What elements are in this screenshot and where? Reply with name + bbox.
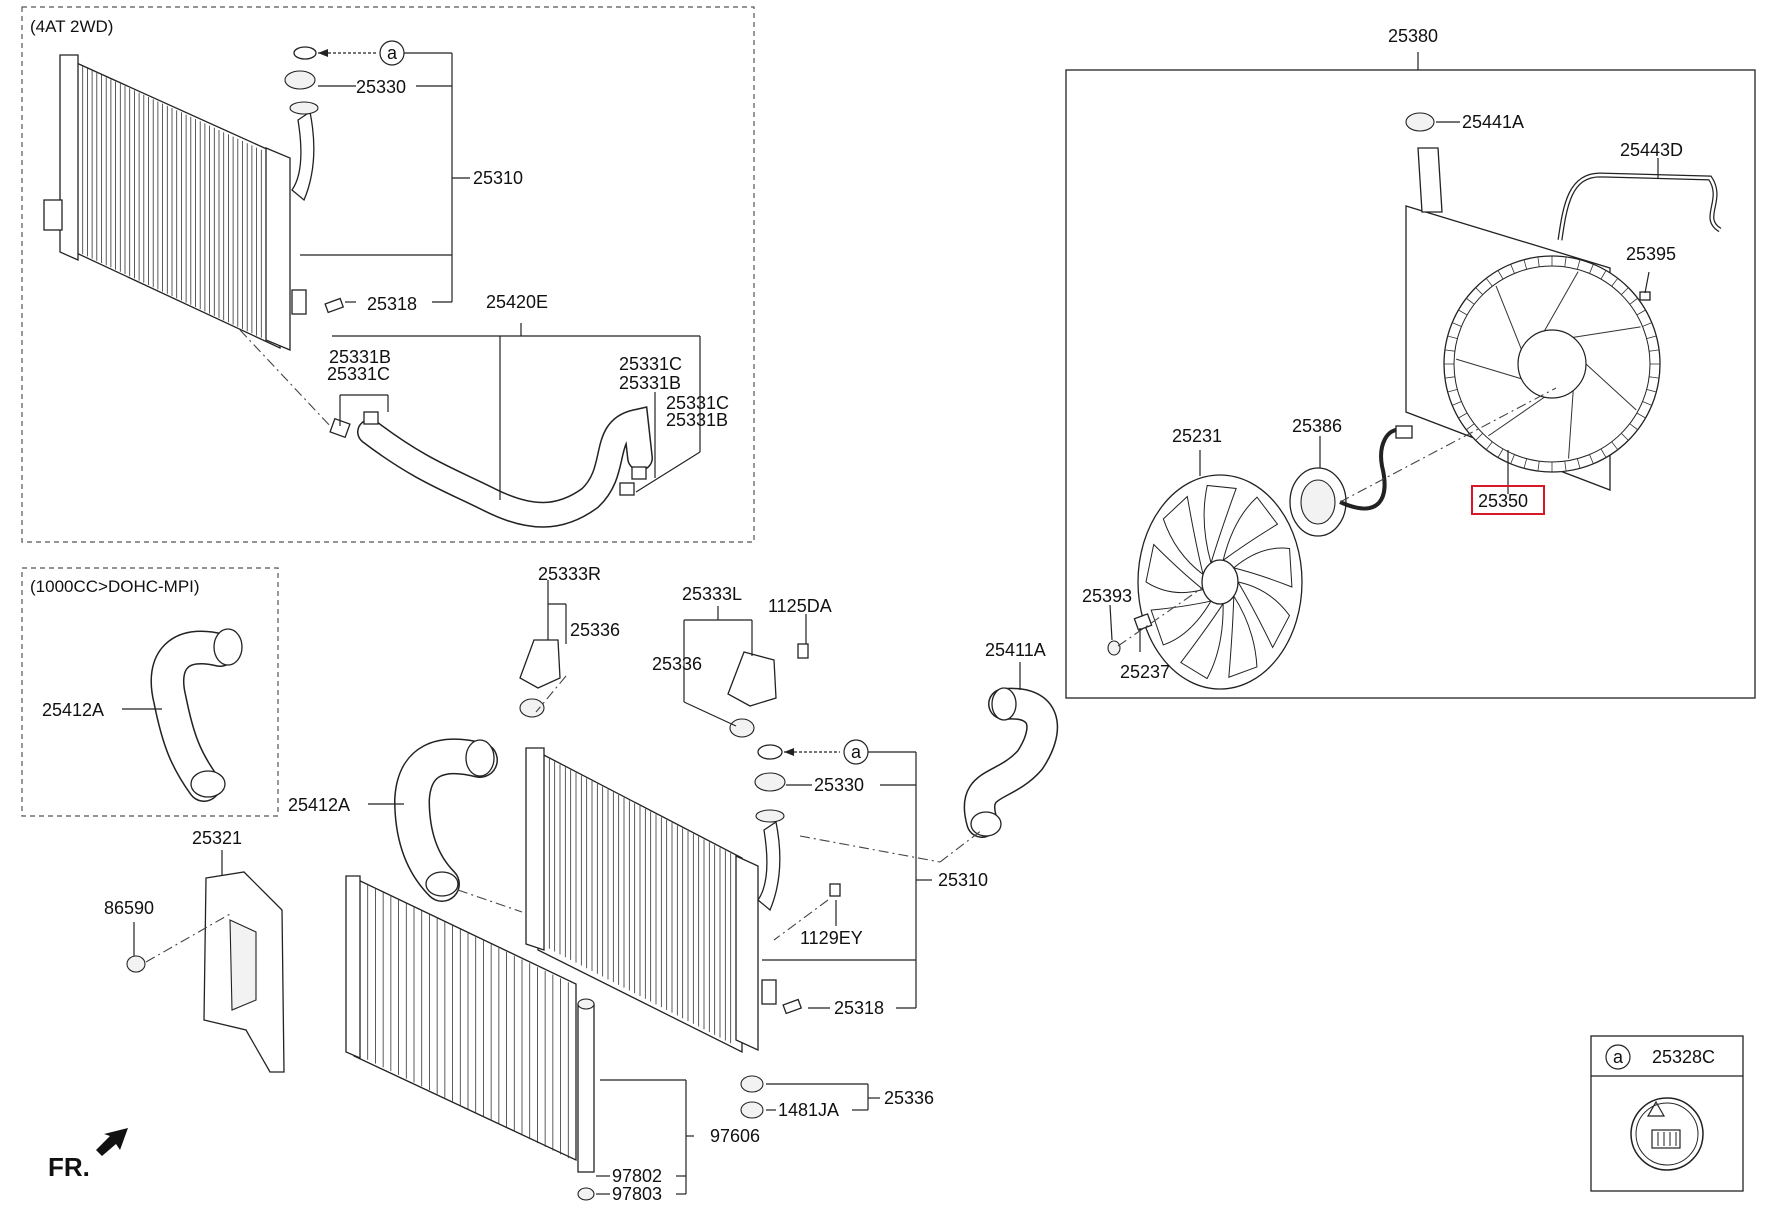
part-25395: 25395 [1626,244,1676,264]
nut-25393 [1107,640,1121,656]
upper-hose-box [150,628,243,802]
part-25443d: 25443D [1620,140,1683,160]
warning-label-25328c [1630,1097,1704,1171]
radiator-cap-mid [754,772,786,792]
radiator-top [43,54,319,351]
part-25331c-3: 25331C [666,393,729,413]
part-25321: 25321 [192,828,242,848]
drain-plug-top [324,297,345,314]
part-86590: 86590 [104,898,154,918]
part-25310: 25310 [938,870,988,890]
part-1125da: 1125DA [768,596,832,616]
reservoir-cap-25441a [1405,112,1435,132]
bolt-1125da [797,643,809,659]
callout-a-legend-label: a [1613,1047,1624,1067]
part-25393: 25393 [1082,586,1132,606]
part-25411a: 25411A [985,640,1046,660]
radiator-cap-top [284,70,316,90]
part-25331b-3: 25331B [666,410,728,430]
callout-a-top-label: a [387,43,398,63]
part-25330-top: 25330 [356,77,406,97]
part-1129ey: 1129EY [800,928,863,948]
hose-25411a [963,687,1059,838]
part-25331c-2: 25331C [619,354,682,374]
variant-box-1000cc [21,567,279,817]
part-25386: 25386 [1292,416,1342,436]
part-25331b-1: 25331B [329,347,391,367]
drain-plug-mid [782,998,803,1015]
part-25331b-2: 25331B [619,373,681,393]
part-97803: 97803 [612,1184,662,1204]
part-25380: 25380 [1388,26,1438,46]
radiator-main [525,747,785,1054]
front-direction-label: FR. [48,1152,90,1182]
part-1481ja: 1481JA [778,1100,839,1120]
highlight-25350 [1471,485,1545,515]
part-25333l: 25333L [682,584,742,604]
legend-25328c-frame [1590,1035,1744,1192]
part-25336-b: 25336 [652,654,702,674]
bracket-25333l [727,651,777,738]
callout-a-legend [1605,1044,1631,1070]
condenser-97606 [345,875,595,1173]
air-guard-25321 [203,871,285,1073]
part-25336-a: 25336 [570,620,620,640]
variant-box-4at-2wd [21,6,755,543]
part-25328c: 25328C [1652,1047,1715,1067]
part-25318-top: 25318 [367,294,417,314]
shroud-25350 [1405,147,1661,491]
bolt-1129ey [829,883,841,897]
fan-assembly-frame [1065,69,1756,699]
part-25310-top: 25310 [473,168,523,188]
callout-a-mid-label: a [851,742,862,762]
front-direction-arrow [96,1128,128,1156]
part-25331c-1: 25331C [327,364,390,384]
hose-25412a [393,738,498,902]
part-97802: 97802 [612,1166,662,1186]
variant-label-1000cc: (1000CC>DOHC-MPI) [30,577,200,596]
part-97606: 97606 [710,1126,760,1146]
wire-harness-25443d [1557,172,1722,241]
part-25231: 25231 [1172,426,1222,446]
fan-blade-25231 [1137,474,1303,690]
part-25350: 25350 [1478,491,1528,511]
part-25336-c: 25336 [884,1088,934,1108]
fan-motor-25386 [1289,425,1413,537]
bracket-25333r [519,639,561,718]
part-25237: 25237 [1120,662,1170,682]
part-25412a-box: 25412A [42,700,104,720]
clip-86590 [126,955,146,973]
part-25333r: 25333R [538,564,601,584]
o-ring-a-mid [757,744,783,760]
lower-hose-25420e [329,406,653,528]
part-25412a: 25412A [288,795,350,815]
o-ring-a-top [293,46,317,60]
part-25318: 25318 [834,998,884,1018]
screw-25395 [1639,291,1651,301]
part-25420e: 25420E [486,292,548,312]
variant-label-4at-2wd: (4AT 2WD) [30,17,113,36]
nut-1481ja [740,1101,764,1119]
insulator-25336-lower [740,1075,764,1093]
plug-97803 [577,1187,595,1201]
part-25441a: 25441A [1462,112,1524,132]
part-25330: 25330 [814,775,864,795]
